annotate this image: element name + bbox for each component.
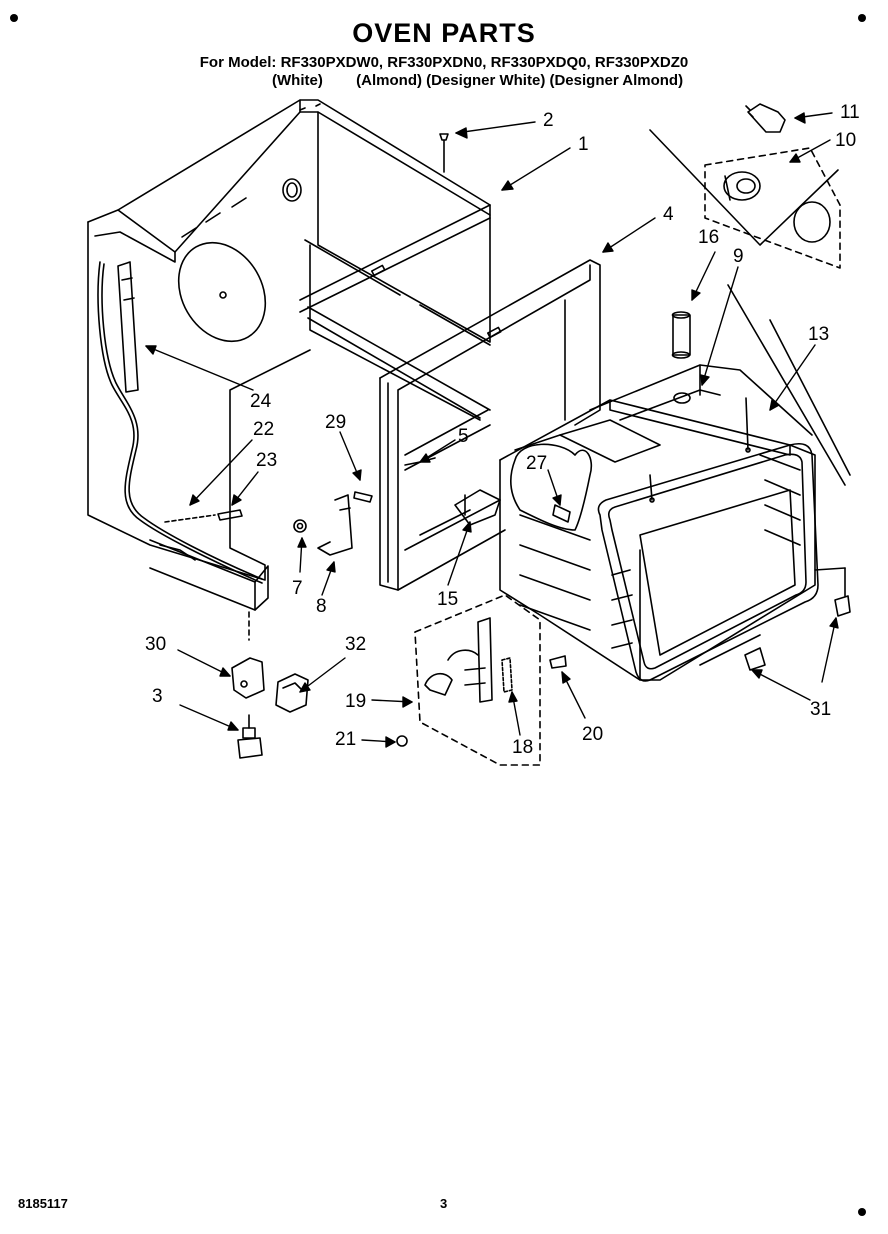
color-list: (White) (Almond) (Designer White) (Desig… bbox=[272, 72, 684, 89]
callout-27: 27 bbox=[526, 453, 547, 474]
callout-labels: 1 2 3 4 5 7 8 9 10 11 13 15 16 18 19 20 … bbox=[145, 102, 860, 758]
callout-10: 10 bbox=[835, 130, 856, 151]
registration-mark-bottom-right bbox=[858, 1208, 866, 1216]
document-number: 8185117 bbox=[18, 1196, 68, 1211]
page-title: OVEN PARTS bbox=[352, 18, 536, 48]
callout-7: 7 bbox=[292, 578, 303, 599]
callout-3: 3 bbox=[152, 686, 163, 707]
callout-5: 5 bbox=[458, 426, 469, 447]
callout-23: 23 bbox=[256, 450, 277, 471]
callout-24: 24 bbox=[250, 391, 272, 412]
registration-mark-top-left bbox=[10, 14, 18, 22]
callout-9: 9 bbox=[733, 246, 744, 267]
callout-15: 15 bbox=[437, 589, 458, 610]
callout-32: 32 bbox=[345, 634, 366, 655]
callout-21: 21 bbox=[335, 729, 356, 750]
callout-22: 22 bbox=[253, 419, 274, 440]
model-list: For Model: RF330PXDW0, RF330PXDN0, RF330… bbox=[199, 54, 689, 71]
callout-18: 18 bbox=[512, 737, 533, 758]
callout-13: 13 bbox=[808, 324, 829, 345]
oven-liner bbox=[499, 364, 819, 682]
front-frame bbox=[379, 259, 601, 591]
callout-8: 8 bbox=[316, 596, 327, 617]
callout-31: 31 bbox=[810, 699, 831, 720]
callout-1: 1 bbox=[578, 134, 589, 155]
callout-4: 4 bbox=[663, 204, 674, 225]
cabinet-body bbox=[87, 99, 502, 611]
callout-11: 11 bbox=[840, 102, 860, 123]
small-parts bbox=[164, 103, 851, 759]
callout-30: 30 bbox=[145, 634, 166, 655]
callout-19: 19 bbox=[345, 691, 366, 712]
callout-16: 16 bbox=[698, 227, 719, 248]
callout-29: 29 bbox=[325, 412, 346, 433]
callout-2: 2 bbox=[543, 110, 554, 131]
hinge-assembly-box bbox=[396, 594, 567, 766]
callout-20: 20 bbox=[582, 724, 603, 745]
callout-leaders bbox=[145, 112, 839, 748]
registration-mark-top-right bbox=[858, 14, 866, 22]
page-number: 3 bbox=[440, 1196, 448, 1211]
